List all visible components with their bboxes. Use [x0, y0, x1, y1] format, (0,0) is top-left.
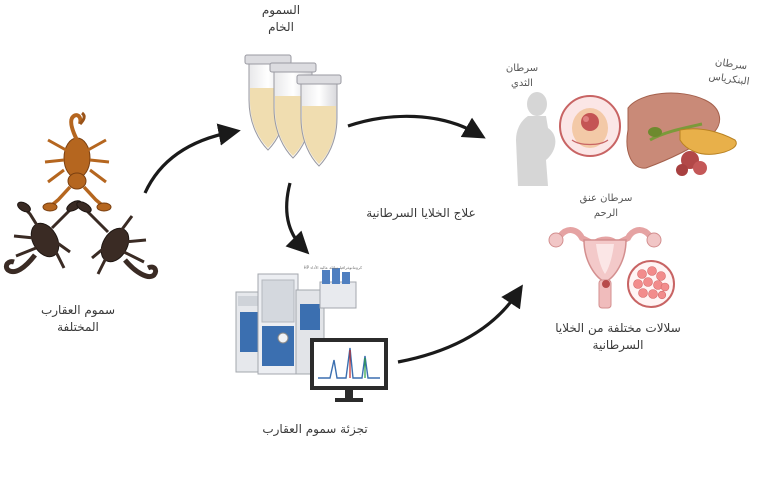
- tube-icon: [244, 54, 342, 167]
- scorpion-venoms-label: سموم العقارب المختلفة: [18, 302, 138, 337]
- uterus-icon: [548, 227, 662, 309]
- breast-cancer-label-line1: سرطان: [505, 63, 539, 74]
- arrow-hplc-to-celllines: [397, 284, 523, 364]
- arrow-venom-to-treatment: [347, 114, 486, 139]
- cell-culture-icon: [627, 260, 675, 308]
- cervical-cancer-label-line2: الرحم: [593, 207, 619, 219]
- scorpion-icon: [3, 111, 159, 279]
- venom-fractionation-label: تجزئة سموم العقارب: [250, 421, 380, 438]
- breast-cancer-label: سرطان الثدي: [500, 62, 544, 91]
- cervical-cancer-label: سرطان عنق الرحم: [575, 192, 637, 221]
- hplc-instrument-icon: [235, 268, 357, 375]
- raw-venom-label-line2: الخام: [268, 20, 294, 35]
- cancer-cell-lines-label-line2: السرطانية: [592, 338, 644, 353]
- cervical-cancer-label-line1: سرطان عنق: [579, 193, 633, 204]
- venom-fractionation-text: تجزئة سموم العقارب: [262, 422, 368, 436]
- cancer-cell-lines-label-line1: سلالات مختلفة من الخلايا: [555, 321, 681, 335]
- cancer-treatment-text: علاج الخلايا السرطانية: [366, 206, 476, 220]
- raw-venom-label-line1: السموم: [261, 3, 301, 17]
- cancer-cell-lines-label: سلالات مختلفة من الخلايا السرطانية: [548, 320, 688, 355]
- cancer-treatment-label: علاج الخلايا السرطانية: [362, 205, 480, 222]
- hplc-caption: كروماتوغرافيا سائلة عالية الأداء HP: [303, 265, 362, 270]
- breast-tissue-icon: [559, 95, 621, 157]
- arrow-venom-to-hplc: [285, 182, 310, 255]
- arrow-scorpions-to-venom: [143, 123, 241, 194]
- raw-venom-label: السموم الخام: [250, 2, 312, 37]
- liver-pancreas-icon: [626, 92, 737, 176]
- human-silhouette-icon: [516, 92, 556, 186]
- scorpion-venoms-label-line2: المختلفة: [57, 320, 99, 335]
- scorpion-venoms-label-line1: سموم العقارب: [40, 303, 116, 317]
- breast-cancer-label-line2: الثدي: [511, 77, 533, 89]
- chromatogram-icon: [310, 338, 388, 402]
